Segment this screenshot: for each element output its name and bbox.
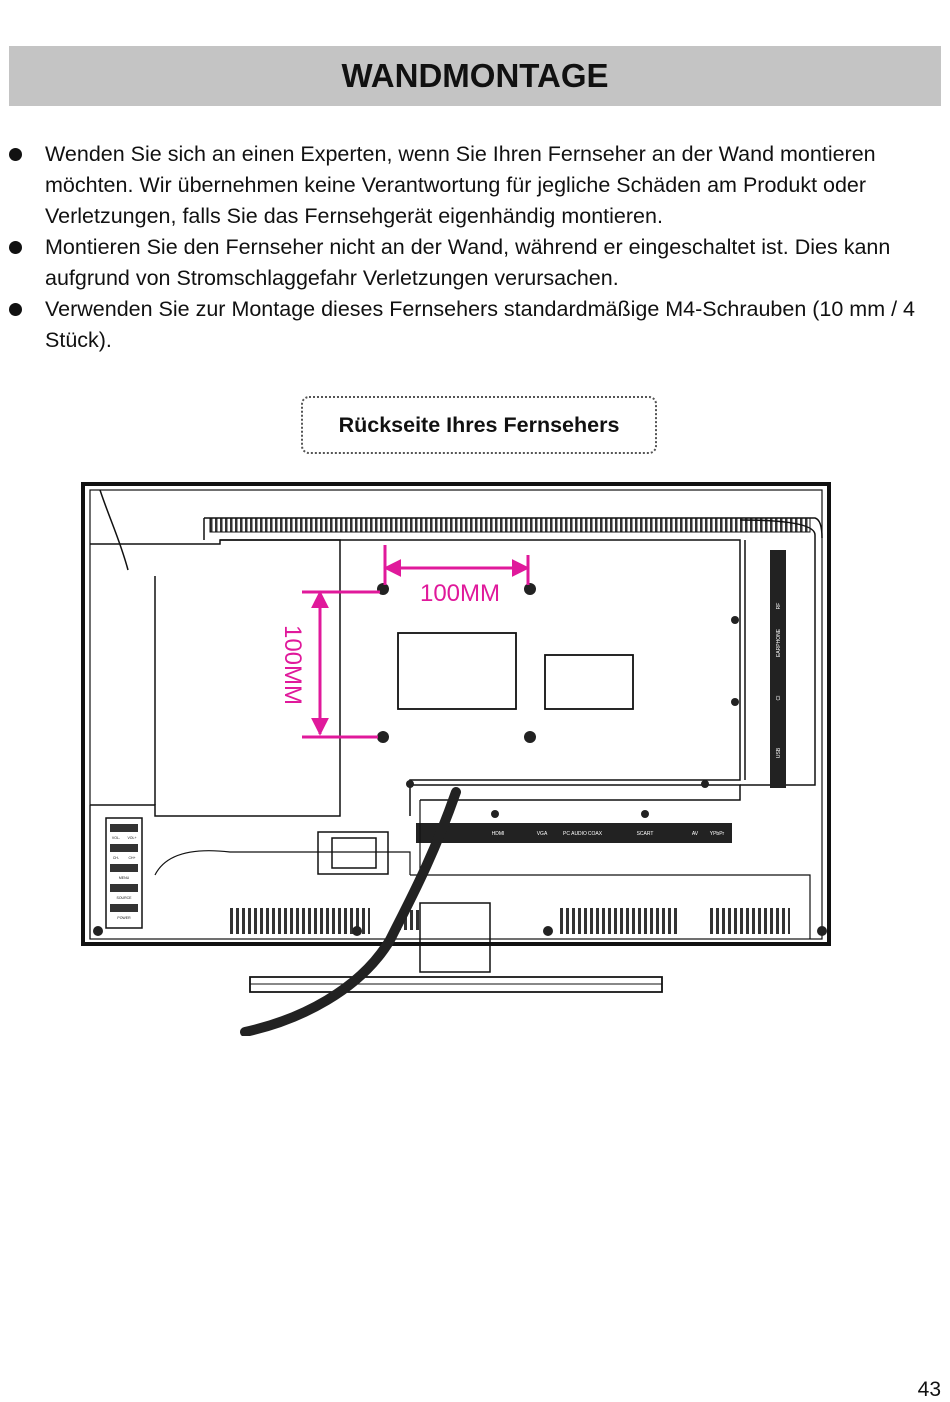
bullet-list: Wenden Sie sich an einen Experten, wenn … xyxy=(8,139,946,356)
bottom-vent-right xyxy=(560,908,680,934)
side-port-earphone: EARPHONE xyxy=(776,628,782,657)
side-port-rf: RF xyxy=(776,603,782,610)
stand-neck xyxy=(419,902,491,973)
vesa-holes xyxy=(377,583,739,818)
vertical-dimension: 100MM xyxy=(279,590,380,739)
bullet-text: Wenden Sie sich an einen Experten, wenn … xyxy=(45,142,876,228)
side-port-usb: USB xyxy=(776,747,782,758)
btn-source: SOURCE xyxy=(117,896,133,900)
bullet-icon xyxy=(9,303,22,316)
stand-base xyxy=(249,976,663,993)
figure-caption-box: Rückseite Ihres Fernsehers xyxy=(301,396,657,454)
bottom-port-strip: HDMI VGA PC AUDIO COAX SCART AV YPbPr xyxy=(416,823,732,843)
page-title: WANDMONTAGE xyxy=(341,57,609,94)
dim-horizontal-label: 100MM xyxy=(420,580,500,607)
port-ypbpr: YPbPr xyxy=(710,831,725,837)
left-button-panel: VOL- VOL+ CH- CH+ MENU SOURCE POWER xyxy=(105,817,143,929)
bullet-text: Montieren Sie den Fernseher nicht an der… xyxy=(45,235,891,290)
label-plate-2 xyxy=(544,654,634,710)
port-coax: COAX xyxy=(588,831,603,837)
page-number: 43 xyxy=(917,1378,941,1401)
btn-ch-plus: CH+ xyxy=(128,856,135,860)
side-port-ci: CI xyxy=(776,696,782,701)
btn-vol-plus: VOL+ xyxy=(127,836,136,840)
left-cover xyxy=(90,539,341,817)
bottom-screws xyxy=(93,926,827,936)
list-item: Verwenden Sie zur Montage dieses Fernseh… xyxy=(8,294,946,356)
title-bar: WANDMONTAGE xyxy=(9,46,941,106)
bottom-inner-lines xyxy=(89,800,811,939)
bottom-vent-far-right xyxy=(710,908,790,934)
top-cable xyxy=(99,489,129,571)
port-vga: VGA xyxy=(537,831,548,837)
btn-power: POWER xyxy=(117,916,131,920)
bullet-icon xyxy=(9,148,22,161)
top-vent xyxy=(209,517,811,533)
label-plate-1 xyxy=(397,632,517,710)
tv-frame xyxy=(81,482,831,946)
horizontal-dimension: 100MM xyxy=(383,545,530,607)
figure-caption: Rückseite Ihres Fernsehers xyxy=(338,412,620,437)
side-port-strip: RF EARPHONE CI USB xyxy=(739,519,816,788)
list-item: Montieren Sie den Fernseher nicht an der… xyxy=(8,232,946,294)
bullet-text: Verwenden Sie zur Montage dieses Fernseh… xyxy=(45,297,915,352)
tv-back-illustration: 100MM 100MM RF EARPHONE CI USB HDMI VGA … xyxy=(81,482,831,1036)
bottom-vent-left xyxy=(230,908,370,934)
port-av: AV xyxy=(692,831,699,837)
btn-menu: MENU xyxy=(119,876,130,880)
power-cable xyxy=(240,787,461,1036)
bullet-icon xyxy=(9,241,22,254)
port-hdmi: HDMI xyxy=(492,831,505,837)
btn-ch-minus: CH- xyxy=(113,856,120,860)
list-item: Wenden Sie sich an einen Experten, wenn … xyxy=(8,139,946,232)
power-socket xyxy=(317,831,389,875)
dim-vertical-label: 100MM xyxy=(279,625,306,705)
port-scart: SCART xyxy=(637,831,654,837)
btn-vol-minus: VOL- xyxy=(112,836,121,840)
port-pc-audio: PC AUDIO xyxy=(563,831,587,837)
